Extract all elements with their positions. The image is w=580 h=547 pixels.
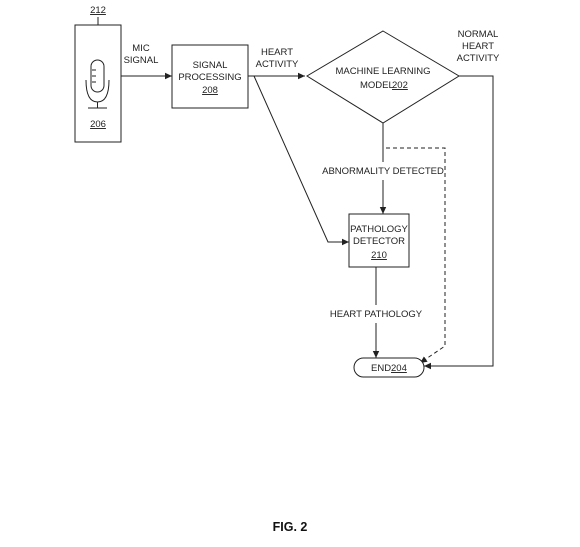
signal-processing-label-2: PROCESSING — [178, 72, 241, 83]
pathology-detector-label-2: DETECTOR — [353, 236, 405, 247]
signal-processing-ref: 208 — [202, 85, 218, 96]
heart-activity-to-detector-arrow — [253, 75, 349, 246]
normal-heart-activity-label-1: NORMAL — [458, 29, 499, 40]
device-box — [74, 24, 122, 143]
ml-model-label-1: MACHINE LEARNING — [335, 66, 430, 77]
heart-pathology-label: HEART PATHOLOGY — [330, 309, 423, 320]
end-label: END — [371, 363, 391, 374]
end-ref: 204 — [391, 363, 407, 374]
heart-activity-label-2: ACTIVITY — [256, 59, 299, 70]
pathology-detector-ref: 210 — [371, 250, 387, 261]
pathology-detector-label-1: PATHOLOGY — [350, 224, 408, 235]
mic-signal-label-2: SIGNAL — [124, 55, 159, 66]
microphone-icon — [85, 59, 110, 109]
device-ref: 212 — [90, 5, 106, 16]
end-terminal — [353, 357, 425, 378]
figure-caption: FIG. 2 — [273, 520, 308, 534]
signal-processing-box — [171, 44, 249, 109]
ml-model-diamond — [306, 30, 460, 124]
pathology-detector-box — [348, 213, 410, 268]
ml-model-ref: 202 — [392, 80, 408, 91]
normal-heart-activity-arrow — [424, 75, 494, 370]
heart-activity-label-1: HEART — [261, 47, 293, 58]
ml-model-label-2: MODEL — [360, 80, 394, 91]
normal-heart-activity-label-2: HEART — [462, 41, 494, 52]
signal-processing-label-1: SIGNAL — [193, 60, 228, 71]
mic-signal-label-1: MIC — [132, 43, 150, 54]
normal-heart-activity-label-3: ACTIVITY — [457, 53, 500, 64]
abnormality-detected-label: ABNORMALITY DETECTED — [322, 166, 444, 177]
microphone-ref: 206 — [90, 119, 106, 130]
